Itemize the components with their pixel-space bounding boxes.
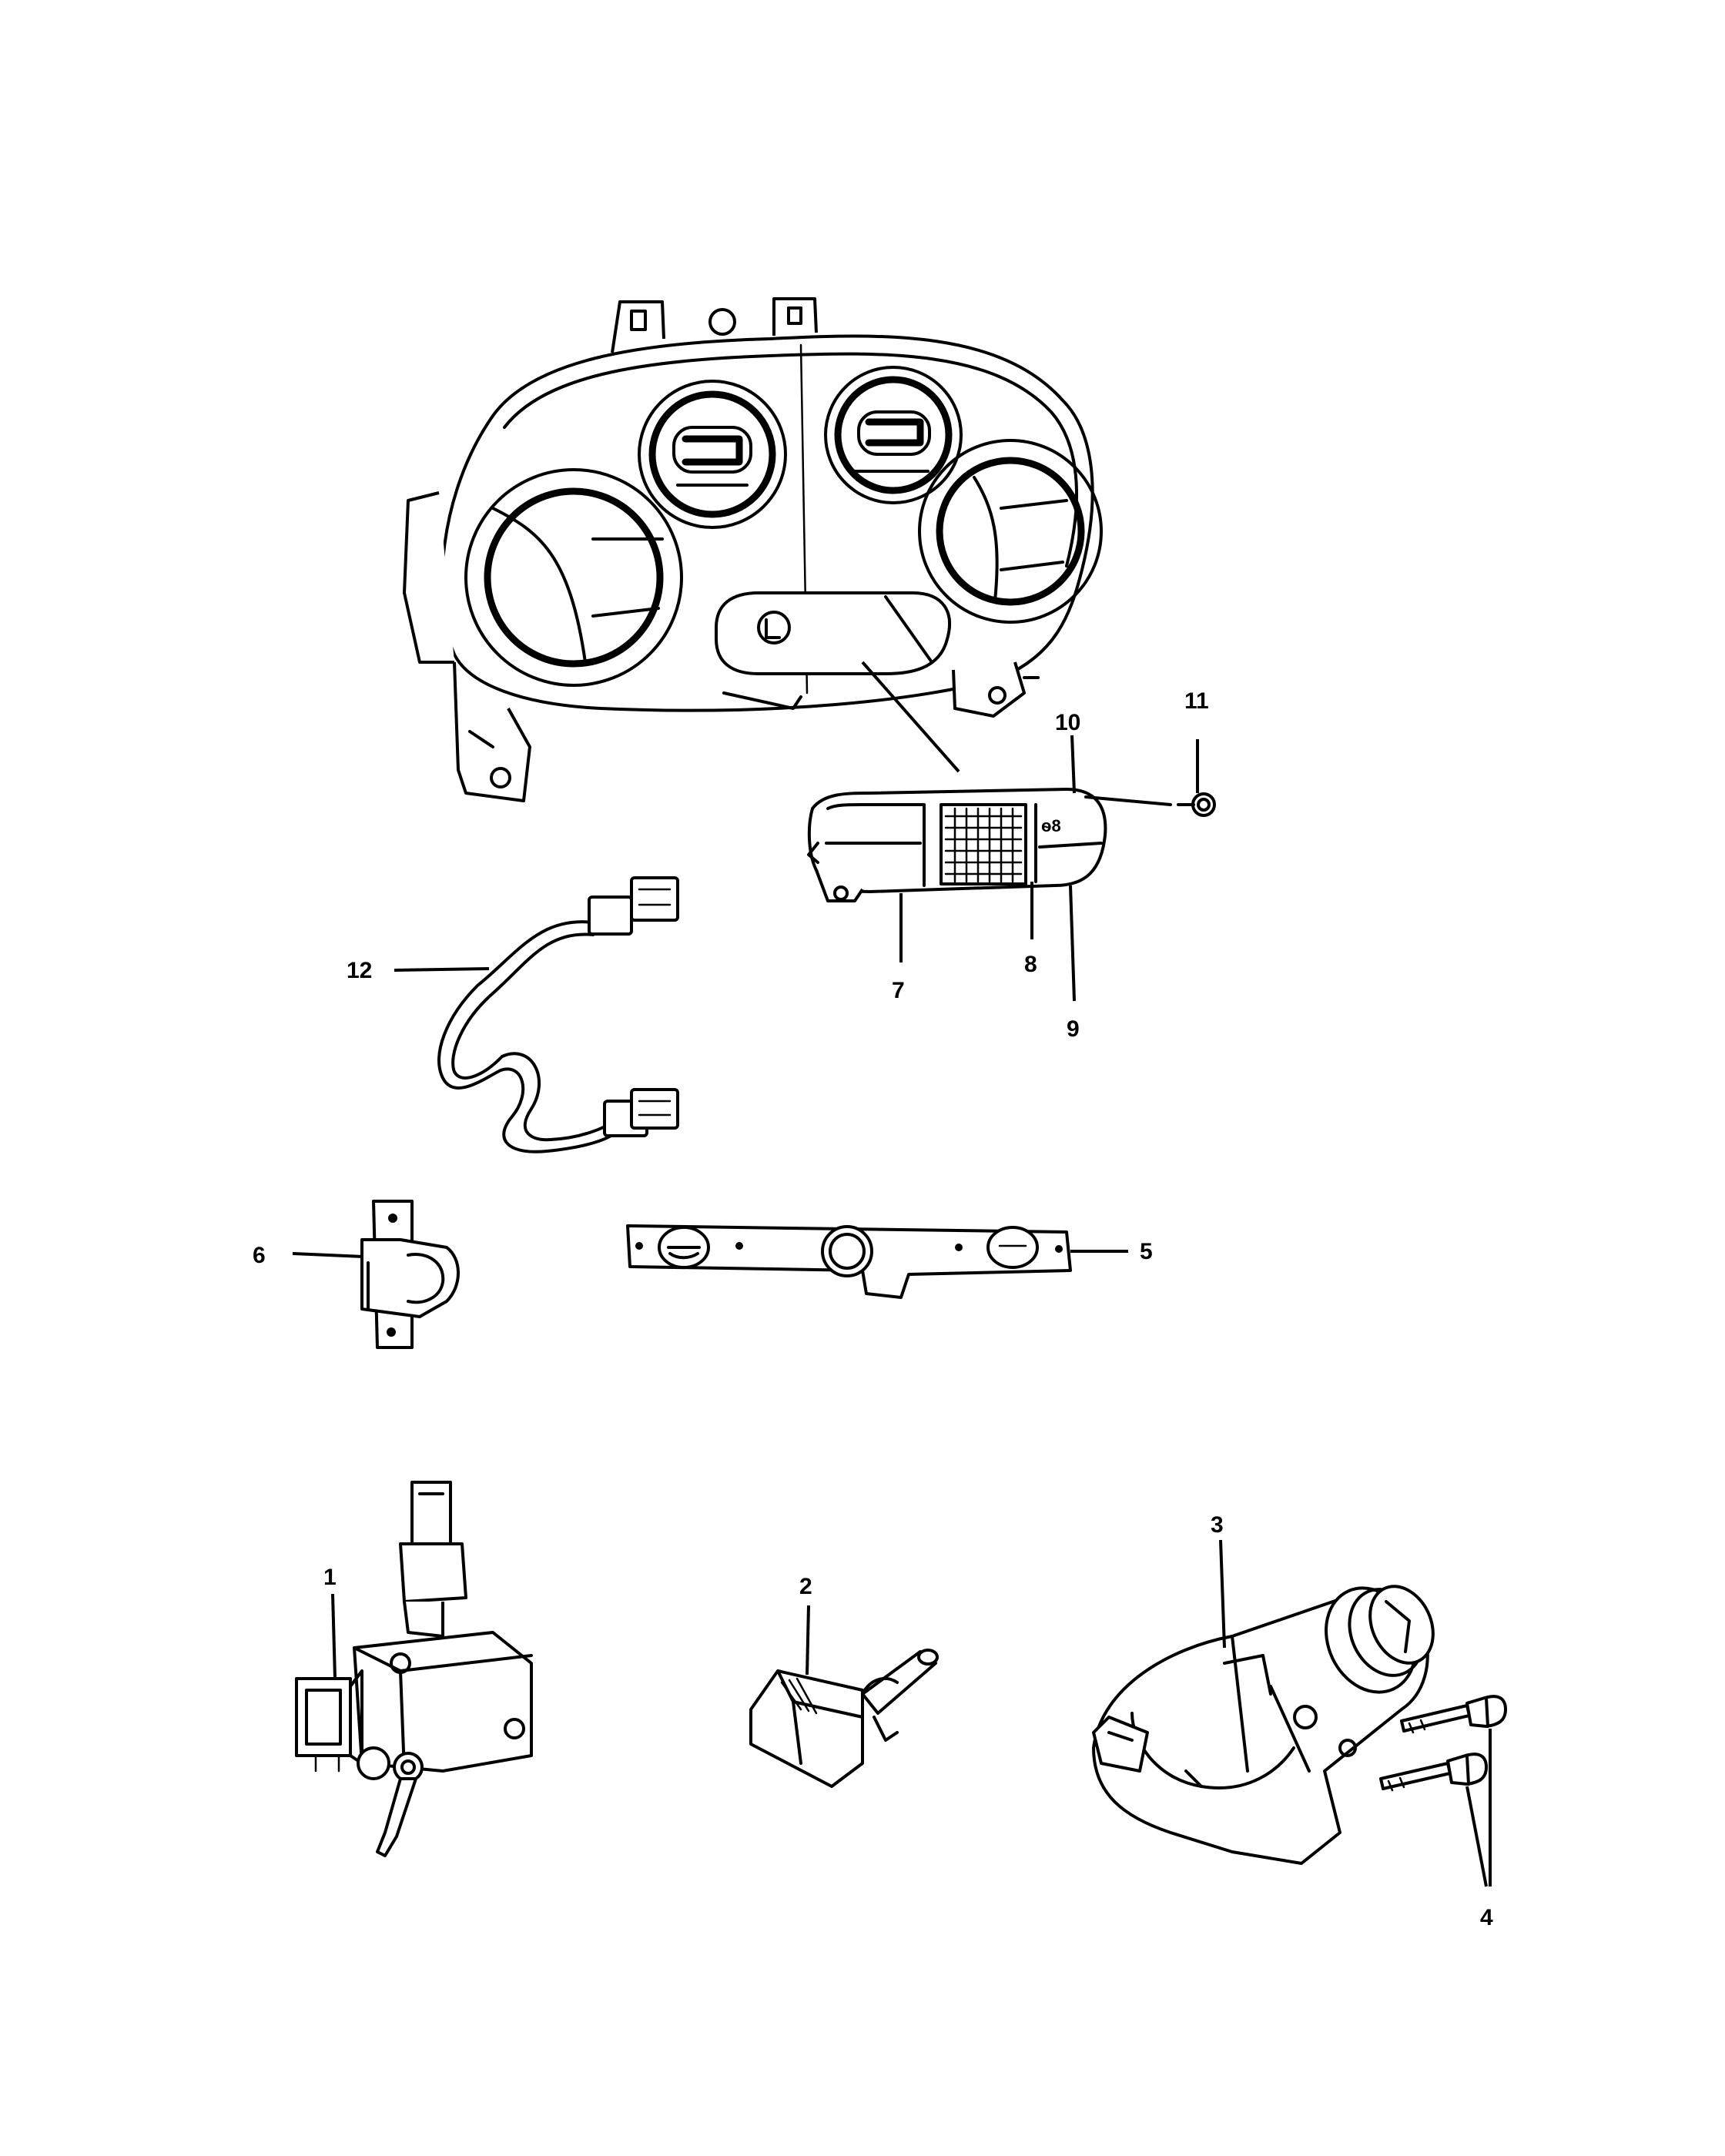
ignition-lock-part-3 [1092, 1585, 1435, 1865]
leader-lines [292, 661, 1492, 1887]
callout-10: 10 [1055, 710, 1080, 735]
callout-labels: 1 2 3 4 5 6 7 8 9 10 11 12 [253, 688, 1493, 1930]
switch-part-2 [749, 1649, 939, 1788]
switch-part-6 [360, 1200, 460, 1349]
callout-5: 5 [1140, 1239, 1153, 1264]
switch-panel-assembly: ѳ8 [807, 788, 1107, 902]
callout-9: 9 [1067, 1016, 1080, 1042]
wire-harness-part-12 [437, 876, 679, 1153]
switch-bar-part-5 [626, 1224, 1072, 1299]
svg-text:ѳ8: ѳ8 [1041, 816, 1061, 835]
callout-12: 12 [347, 958, 372, 983]
actuator-part-1 [295, 1481, 533, 1857]
callout-7: 7 [892, 978, 905, 1003]
callout-8: 8 [1024, 952, 1037, 977]
instrument-cluster [403, 297, 1103, 802]
callout-4: 4 [1480, 1905, 1493, 1930]
bolts-part-4 [1379, 1695, 1507, 1792]
screw-part-11 [1084, 792, 1216, 817]
callout-3: 3 [1211, 1512, 1224, 1538]
callout-2: 2 [799, 1574, 812, 1599]
speaker-grille-dots [944, 807, 1023, 883]
callout-6: 6 [253, 1243, 266, 1268]
callout-1: 1 [323, 1565, 337, 1590]
callout-11: 11 [1184, 688, 1209, 714]
